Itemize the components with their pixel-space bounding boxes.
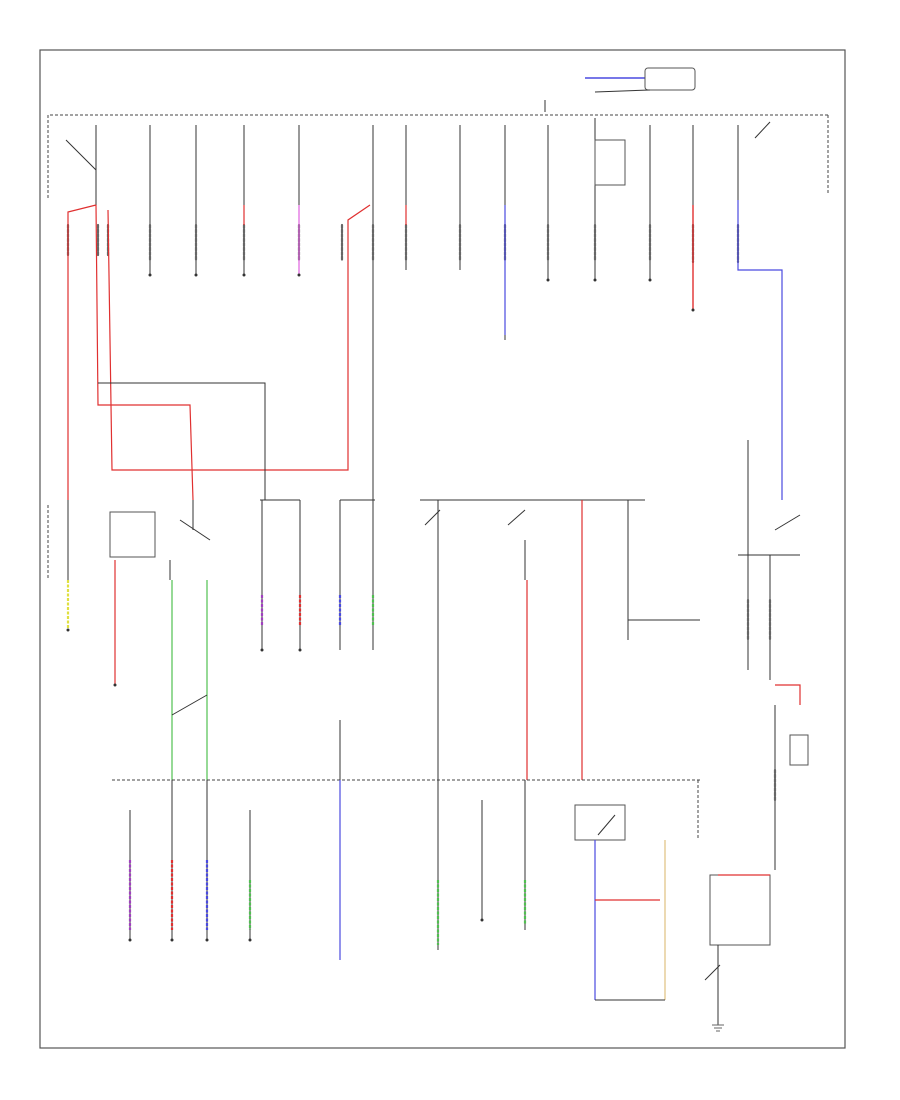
- green-wire-crossover: [171, 694, 208, 716]
- dot-11: [260, 648, 264, 652]
- mid-switch-3-arm: [507, 509, 526, 526]
- blue-wire-right: [737, 200, 783, 500]
- dot-15: [205, 938, 209, 942]
- dot-9: [66, 628, 70, 632]
- dot-17: [480, 918, 484, 922]
- dot-5: [546, 278, 550, 282]
- top-right-switch-arm: [754, 121, 771, 139]
- mid-switch-arm: [179, 519, 211, 541]
- dot-14: [170, 938, 174, 942]
- mid-relay-box: [109, 511, 156, 558]
- right-small-box: [789, 734, 809, 766]
- battery-box: [644, 67, 696, 91]
- dot-1: [148, 273, 152, 277]
- connector-dots: [66, 273, 695, 942]
- red-wire-left-drop: [67, 204, 97, 500]
- dot-8: [691, 308, 695, 312]
- dot-3: [242, 273, 246, 277]
- top-switch-arm: [65, 139, 97, 171]
- low-relay-box: [574, 804, 626, 841]
- dot-13: [128, 938, 132, 942]
- battery-drop-wire: [594, 89, 651, 93]
- right-switch-arm: [774, 514, 801, 531]
- lower-right-module: [709, 874, 771, 946]
- right-middle-relay: [738, 440, 809, 870]
- diagram-frame: [39, 49, 846, 1049]
- battery-fusible-link: [544, 67, 696, 112]
- dot-7: [648, 278, 652, 282]
- dot-16: [248, 938, 252, 942]
- dot-2: [194, 273, 198, 277]
- red-harness: [67, 204, 694, 501]
- harness-gray-loop: [98, 382, 266, 500]
- red-wire-to-right: [107, 204, 371, 471]
- lower-right-unit: [704, 874, 771, 1032]
- dot-6: [593, 278, 597, 282]
- top-relay-box: [594, 139, 626, 186]
- lower-fuse-row: [128, 720, 666, 1001]
- top-fuse-row: [65, 118, 771, 500]
- low-switch-arm: [597, 814, 616, 836]
- dot-10: [113, 683, 117, 687]
- dot-4: [297, 273, 301, 277]
- middle-components: [66, 500, 700, 780]
- dot-12: [298, 648, 302, 652]
- top-wire-colors: [66, 223, 740, 264]
- red-wire-to-center: [95, 204, 194, 501]
- right-red-link: [775, 684, 801, 705]
